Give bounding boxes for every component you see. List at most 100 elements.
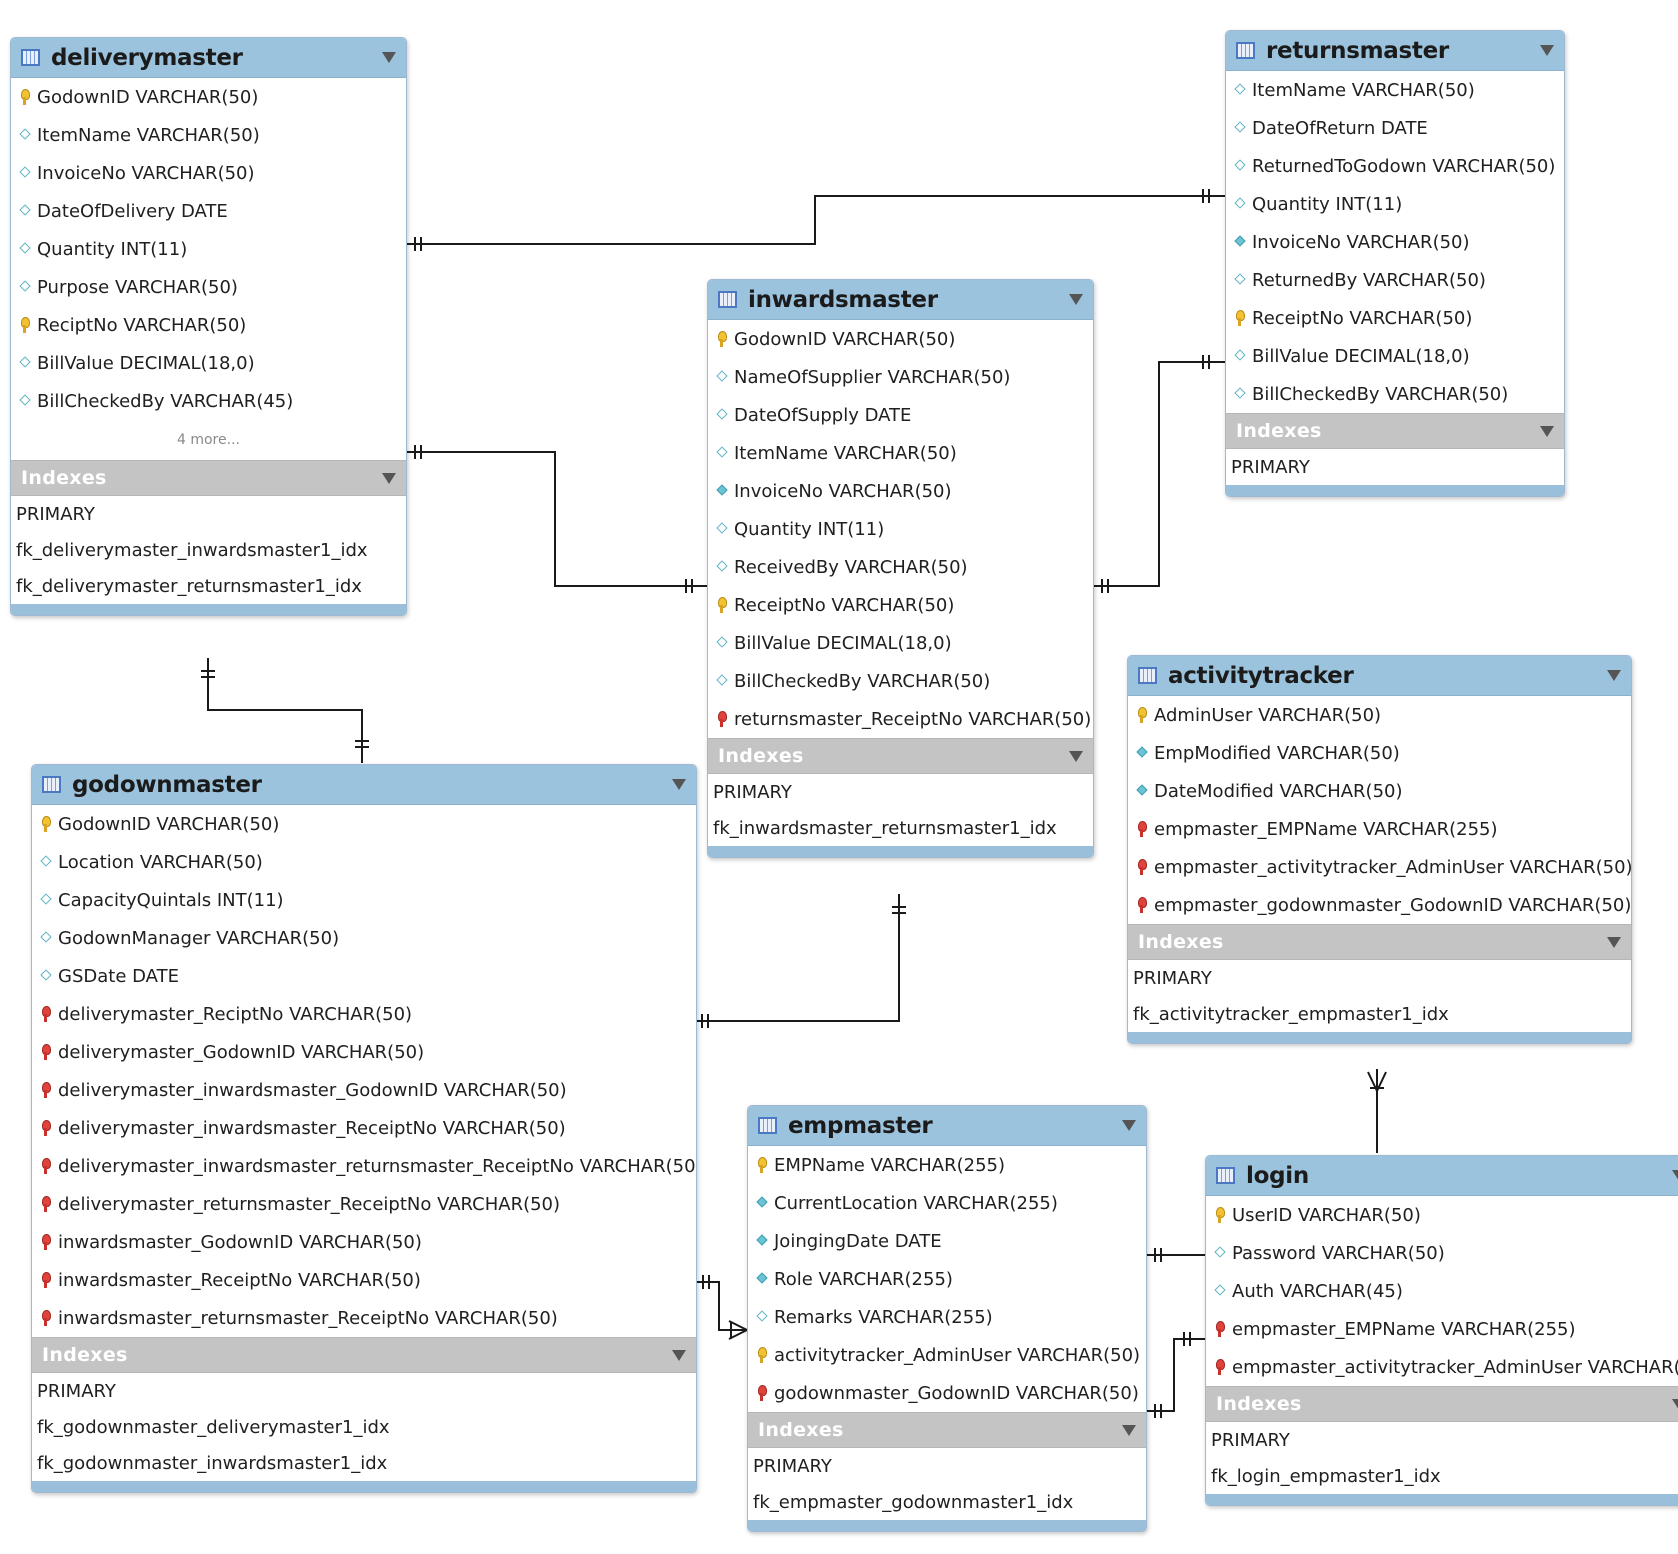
column-row[interactable]: GodownID VARCHAR(50) xyxy=(32,805,696,843)
column-row[interactable]: returnsmaster_ReceiptNo VARCHAR(50) xyxy=(708,700,1093,738)
column-row[interactable]: CurrentLocation VARCHAR(255) xyxy=(748,1184,1146,1222)
column-row[interactable]: BillCheckedBy VARCHAR(50) xyxy=(1226,375,1564,413)
table-header[interactable]: inwardsmaster xyxy=(708,280,1093,320)
column-row[interactable]: ItemName VARCHAR(50) xyxy=(11,116,406,154)
index-row[interactable]: fk_deliverymaster_inwardsmaster1_idx xyxy=(16,539,368,561)
indexes-header[interactable]: Indexes xyxy=(32,1337,696,1373)
table-header[interactable]: returnsmaster xyxy=(1226,31,1564,71)
index-row[interactable]: fk_godownmaster_inwardsmaster1_idx xyxy=(37,1452,388,1474)
column-row[interactable]: NameOfSupplier VARCHAR(50) xyxy=(708,358,1093,396)
column-row[interactable]: empmaster_activitytracker_AdminUser VARC… xyxy=(1206,1348,1678,1386)
index-row[interactable]: fk_activitytracker_empmaster1_idx xyxy=(1133,1003,1449,1025)
index-row[interactable]: PRIMARY xyxy=(1211,1429,1290,1451)
column-row[interactable]: BillValue DECIMAL(18,0) xyxy=(708,624,1093,662)
collapse-caret-icon[interactable] xyxy=(1672,1398,1678,1410)
column-row[interactable]: ReturnedBy VARCHAR(50) xyxy=(1226,261,1564,299)
column-row[interactable]: BillValue DECIMAL(18,0) xyxy=(11,344,406,382)
collapse-caret-icon[interactable] xyxy=(1540,45,1554,56)
collapse-caret-icon[interactable] xyxy=(1069,750,1083,762)
column-row[interactable]: ReceiptNo VARCHAR(50) xyxy=(708,586,1093,624)
column-row[interactable]: DateModified VARCHAR(50) xyxy=(1128,772,1631,810)
column-row[interactable]: Quantity INT(11) xyxy=(1226,185,1564,223)
indexes-header[interactable]: Indexes xyxy=(11,460,406,496)
collapse-caret-icon[interactable] xyxy=(382,472,396,484)
collapse-caret-icon[interactable] xyxy=(382,52,396,63)
column-row[interactable]: EmpModified VARCHAR(50) xyxy=(1128,734,1631,772)
column-row[interactable]: GodownID VARCHAR(50) xyxy=(708,320,1093,358)
column-row[interactable]: InvoiceNo VARCHAR(50) xyxy=(11,154,406,192)
indexes-header[interactable]: Indexes xyxy=(708,738,1093,774)
collapse-caret-icon[interactable] xyxy=(1069,294,1083,305)
index-row[interactable]: PRIMARY xyxy=(1231,456,1310,478)
column-row[interactable]: DateOfSupply DATE xyxy=(708,396,1093,434)
column-row[interactable]: godownmaster_GodownID VARCHAR(50) xyxy=(748,1374,1146,1412)
table-header[interactable]: godownmaster xyxy=(32,765,696,805)
column-row[interactable]: ReceivedBy VARCHAR(50) xyxy=(708,548,1093,586)
column-row[interactable]: GodownID VARCHAR(50) xyxy=(11,78,406,116)
table-header[interactable]: deliverymaster xyxy=(11,38,406,78)
column-row[interactable]: Location VARCHAR(50) xyxy=(32,843,696,881)
indexes-header[interactable]: Indexes xyxy=(1128,924,1631,960)
column-row[interactable]: deliverymaster_inwardsmaster_ReceiptNo V… xyxy=(32,1109,696,1147)
collapse-caret-icon[interactable] xyxy=(1607,936,1621,948)
column-row[interactable]: BillValue DECIMAL(18,0) xyxy=(1226,337,1564,375)
table-header[interactable]: empmaster xyxy=(748,1106,1146,1146)
column-row[interactable]: Password VARCHAR(50) xyxy=(1206,1234,1678,1272)
collapse-caret-icon[interactable] xyxy=(1607,670,1621,681)
column-row[interactable]: inwardsmaster_returnsmaster_ReceiptNo VA… xyxy=(32,1299,696,1337)
indexes-header[interactable]: Indexes xyxy=(1206,1386,1678,1422)
index-row[interactable]: fk_godownmaster_deliverymaster1_idx xyxy=(37,1416,390,1438)
column-row[interactable]: deliverymaster_GodownID VARCHAR(50) xyxy=(32,1033,696,1071)
index-row[interactable]: PRIMARY xyxy=(713,781,792,803)
column-row[interactable]: GSDate DATE xyxy=(32,957,696,995)
column-row[interactable]: Auth VARCHAR(45) xyxy=(1206,1272,1678,1310)
collapse-caret-icon[interactable] xyxy=(1122,1424,1136,1436)
column-row[interactable]: ReturnedToGodown VARCHAR(50) xyxy=(1226,147,1564,185)
index-row[interactable]: PRIMARY xyxy=(1133,967,1212,989)
column-row[interactable]: Quantity INT(11) xyxy=(708,510,1093,548)
column-row[interactable]: deliverymaster_inwardsmaster_returnsmast… xyxy=(32,1147,696,1185)
column-row[interactable]: InvoiceNo VARCHAR(50) xyxy=(708,472,1093,510)
column-row[interactable]: BillCheckedBy VARCHAR(45) xyxy=(11,382,406,420)
indexes-header[interactable]: Indexes xyxy=(1226,413,1564,449)
column-row[interactable]: deliverymaster_inwardsmaster_GodownID VA… xyxy=(32,1071,696,1109)
column-row[interactable]: Remarks VARCHAR(255) xyxy=(748,1298,1146,1336)
collapse-caret-icon[interactable] xyxy=(672,1349,686,1361)
column-row[interactable]: JoingingDate DATE xyxy=(748,1222,1146,1260)
index-row[interactable]: PRIMARY xyxy=(753,1455,832,1477)
column-row[interactable]: ItemName VARCHAR(50) xyxy=(708,434,1093,472)
column-row[interactable]: empmaster_godownmaster_GodownID VARCHAR(… xyxy=(1128,886,1631,924)
index-row[interactable]: fk_login_empmaster1_idx xyxy=(1211,1465,1441,1487)
index-row[interactable]: fk_empmaster_godownmaster1_idx xyxy=(753,1491,1074,1513)
column-row[interactable]: EMPName VARCHAR(255) xyxy=(748,1146,1146,1184)
column-row[interactable]: inwardsmaster_GodownID VARCHAR(50) xyxy=(32,1223,696,1261)
column-row[interactable]: DateOfDelivery DATE xyxy=(11,192,406,230)
indexes-header[interactable]: Indexes xyxy=(748,1412,1146,1448)
column-row[interactable]: activitytracker_AdminUser VARCHAR(50) xyxy=(748,1336,1146,1374)
index-row[interactable]: PRIMARY xyxy=(16,503,95,525)
collapse-caret-icon[interactable] xyxy=(672,779,686,790)
column-row[interactable]: CapacityQuintals INT(11) xyxy=(32,881,696,919)
column-row[interactable]: UserID VARCHAR(50) xyxy=(1206,1196,1678,1234)
column-row[interactable]: empmaster_EMPName VARCHAR(255) xyxy=(1206,1310,1678,1348)
column-row[interactable]: Purpose VARCHAR(50) xyxy=(11,268,406,306)
column-row[interactable]: BillCheckedBy VARCHAR(50) xyxy=(708,662,1093,700)
column-row[interactable]: GodownManager VARCHAR(50) xyxy=(32,919,696,957)
column-row[interactable]: inwardsmaster_ReceiptNo VARCHAR(50) xyxy=(32,1261,696,1299)
more-columns-link[interactable]: 4 more... xyxy=(177,432,240,448)
index-row[interactable]: PRIMARY xyxy=(37,1380,116,1402)
collapse-caret-icon[interactable] xyxy=(1540,425,1554,437)
column-row[interactable]: Quantity INT(11) xyxy=(11,230,406,268)
column-row[interactable]: Role VARCHAR(255) xyxy=(748,1260,1146,1298)
column-row[interactable]: ReciptNo VARCHAR(50) xyxy=(11,306,406,344)
column-row[interactable]: ReceiptNo VARCHAR(50) xyxy=(1226,299,1564,337)
column-row[interactable]: empmaster_activitytracker_AdminUser VARC… xyxy=(1128,848,1631,886)
column-row[interactable]: deliverymaster_returnsmaster_ReceiptNo V… xyxy=(32,1185,696,1223)
column-row[interactable]: AdminUser VARCHAR(50) xyxy=(1128,696,1631,734)
